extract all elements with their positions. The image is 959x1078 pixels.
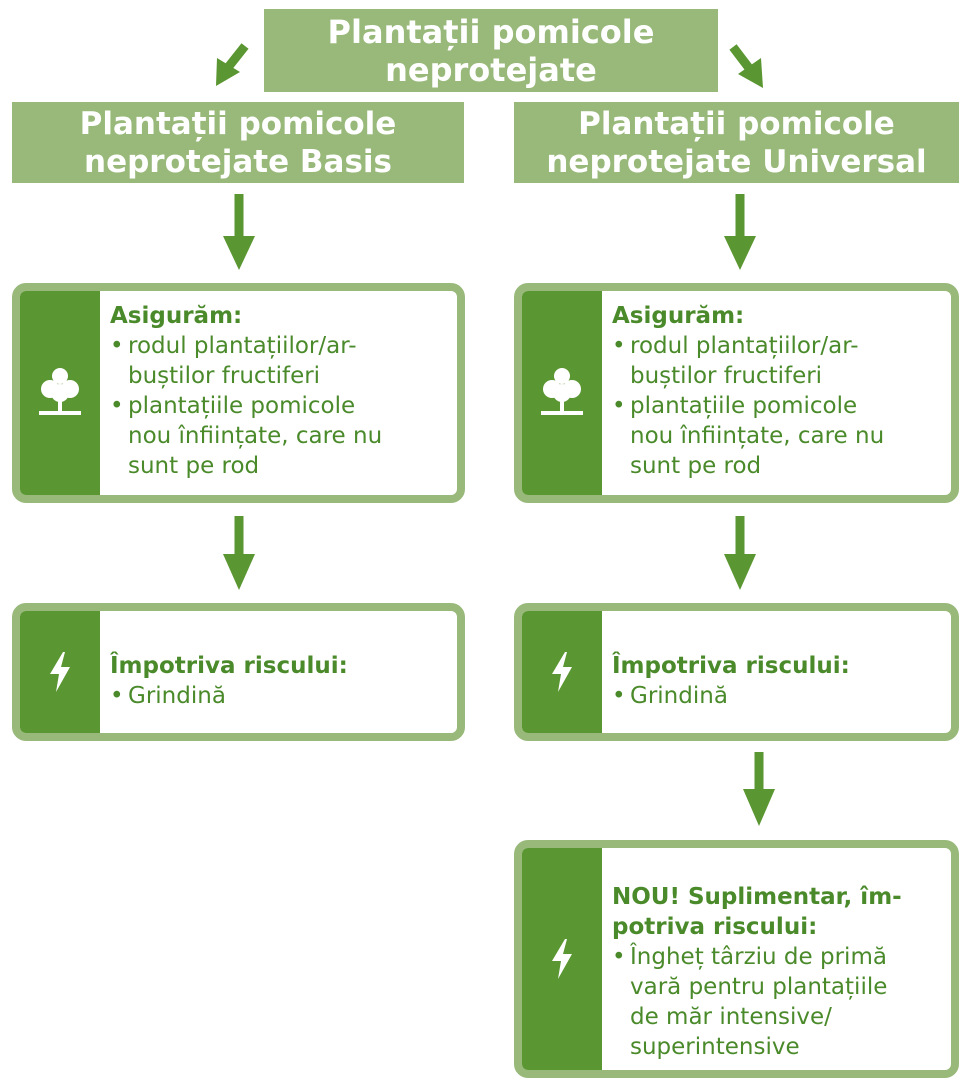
tree-icon (541, 368, 583, 415)
basis-insured-item-2-line1: plantațiile pomicole (128, 393, 356, 419)
universal-risk-heading: Împotriva riscului: (612, 653, 850, 679)
universal-heading-box: Plantații pomicole neprotejate Universal (514, 102, 959, 183)
basis-insured-text: Asigurăm: rodul plantațiilor/ar- buștilo… (100, 291, 390, 495)
universal-new-risk-card: NOU! Suplimentar, îm- potriva riscului: … (514, 840, 959, 1078)
arrow-head-2 (724, 236, 756, 270)
universal-new-risk-item-line1: Îngheț târziu de primă (630, 944, 887, 970)
basis-insured-item-2: plantațiile pomicole nou înființate, car… (110, 391, 382, 481)
lightning-icon (50, 652, 70, 692)
universal-risk-card: Împotriva riscului: Grindină (514, 603, 959, 741)
universal-new-risk-item-line2: vară pentru plantațiile (630, 974, 888, 1000)
basis-risk-item-1: Grindină (110, 681, 348, 711)
universal-new-risk-item-line4: superintensive (630, 1034, 800, 1060)
basis-heading-line1: Plantații pomicole (79, 105, 397, 142)
universal-insured-item-2: plantațiile pomicole nou înființate, car… (612, 391, 884, 481)
universal-insured-text: Asigurăm: rodul plantațiilor/ar- buștilo… (602, 291, 892, 495)
basis-insured-item-1-line2: buștilor fructiferi (128, 363, 321, 389)
lightning-icon (552, 652, 572, 692)
basis-insured-heading: Asigurăm: (110, 303, 243, 329)
universal-insured-card: Asigurăm: rodul plantațiilor/ar- buștilo… (514, 283, 959, 503)
universal-risk-sidebar (522, 611, 602, 733)
universal-new-risk-sidebar (522, 848, 602, 1070)
arrow-head-3 (223, 554, 255, 590)
basis-heading-line2: neprotejate Basis (84, 143, 392, 180)
universal-insured-heading: Asigurăm: (612, 303, 745, 329)
universal-insured-item-2-line1: plantațiile pomicole (630, 393, 858, 419)
lightning-icon (552, 939, 572, 979)
universal-insured-item-2-line3: sunt pe rod (630, 453, 762, 479)
top-heading-box: Plantații pomicole neprotejate (264, 9, 718, 92)
arrow-head-4 (724, 554, 756, 590)
basis-insured-item-2-line2: nou înființate, care nu (128, 423, 383, 449)
top-heading-line1: Plantații pomicole (327, 12, 655, 51)
basis-insured-item-2-line3: sunt pe rod (128, 453, 260, 479)
tree-icon (39, 368, 81, 415)
universal-risk-text: Împotriva riscului: Grindină (602, 611, 858, 733)
universal-insured-item-2-line2: nou înființate, care nu (630, 423, 885, 449)
basis-heading-box: Plantații pomicole neprotejate Basis (12, 102, 464, 183)
basis-risk-text: Împotriva riscului: Grindină (100, 611, 356, 733)
arrow-head-1 (223, 236, 255, 270)
universal-heading-line2: neprotejate Universal (546, 143, 927, 180)
arrow-head-diag-left (216, 58, 240, 86)
arrow-head-diag-right (738, 58, 763, 88)
basis-insured-item-1: rodul plantațiilor/ar- buștilor fructife… (110, 331, 382, 391)
universal-new-risk-item-line3: de măr intensive/ (630, 1004, 832, 1030)
basis-risk-heading: Împotriva riscului: (110, 653, 348, 679)
basis-insured-sidebar (20, 291, 100, 495)
basis-risk-sidebar (20, 611, 100, 733)
basis-risk-card: Împotriva riscului: Grindină (12, 603, 465, 741)
universal-new-risk-heading: NOU! Suplimentar, îm- potriva riscului: (612, 882, 902, 942)
universal-new-risk-heading-line2: potriva riscului: (612, 914, 818, 940)
universal-new-risk-item-1: Îngheț târziu de primă vară pentru plant… (612, 942, 902, 1062)
universal-new-risk-heading-line1: NOU! Suplimentar, îm- (612, 884, 902, 910)
universal-insured-item-1-line2: buștilor fructiferi (630, 363, 823, 389)
top-heading-line2: neprotejate (385, 50, 597, 89)
universal-insured-item-1-line1: rodul plantațiilor/ar- (630, 333, 859, 359)
universal-heading-line1: Plantații pomicole (578, 105, 895, 142)
universal-insured-item-1: rodul plantațiilor/ar- buștilor fructife… (612, 331, 884, 391)
universal-new-risk-text: NOU! Suplimentar, îm- potriva riscului: … (602, 848, 910, 1070)
basis-insured-card: Asigurăm: rodul plantațiilor/ar- buștilo… (12, 283, 465, 503)
universal-insured-sidebar (522, 291, 602, 495)
arrow-head-5 (743, 789, 775, 826)
universal-risk-item-1: Grindină (612, 681, 850, 711)
basis-insured-item-1-line1: rodul plantațiilor/ar- (128, 333, 357, 359)
